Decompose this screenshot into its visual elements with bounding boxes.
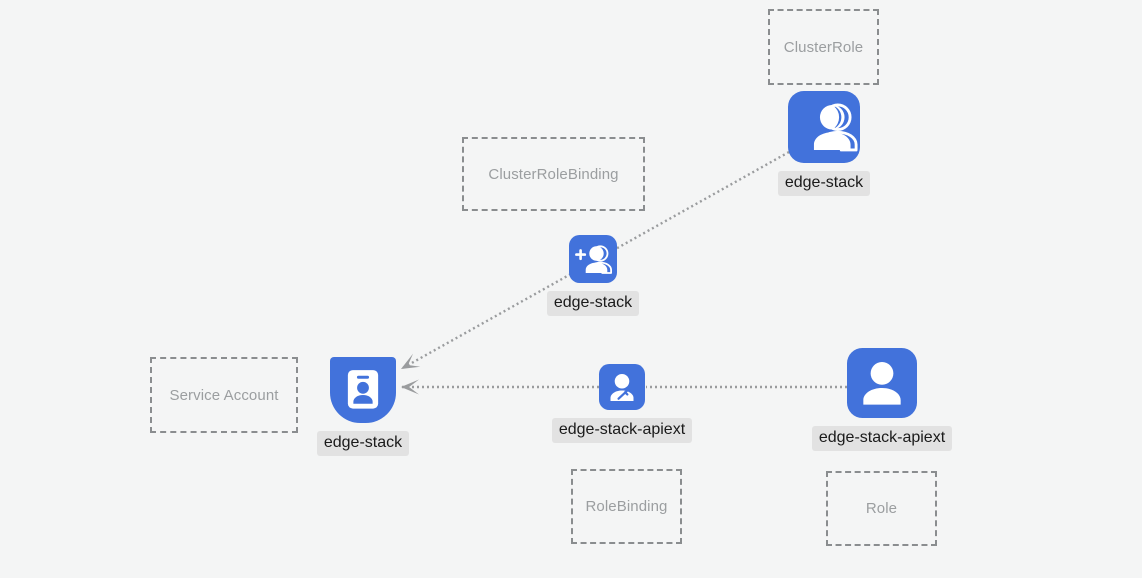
group-users-icon[interactable] xyxy=(788,91,860,163)
kind-box-label: Service Account xyxy=(169,386,279,404)
node-label: edge-stack-apiext xyxy=(551,418,693,444)
node-label: edge-stack xyxy=(777,171,871,197)
kind-box-label: Role xyxy=(865,500,898,517)
node-role[interactable]: edge-stack-apiext xyxy=(682,348,1082,452)
kind-box-clusterrole: ClusterRole xyxy=(768,9,879,85)
node-label: edge-stack xyxy=(546,291,640,317)
kind-box-label: RoleBinding xyxy=(585,498,668,515)
id-badge-icon[interactable] xyxy=(330,357,396,423)
kind-box-serviceaccount: Service Account xyxy=(150,357,298,433)
person-icon[interactable] xyxy=(847,348,917,418)
person-binding-icon[interactable] xyxy=(599,364,645,410)
node-clusterrole[interactable]: edge-stack xyxy=(624,91,1024,197)
node-clusterrolebinding[interactable]: edge-stack xyxy=(393,235,793,317)
kind-box-rolebinding: RoleBinding xyxy=(571,469,682,544)
kind-box-role: Role xyxy=(826,471,937,546)
kind-box-label: ClusterRole xyxy=(783,38,864,56)
person-add-icon[interactable] xyxy=(569,235,617,283)
kind-box-clusterrolebinding: ClusterRoleBinding xyxy=(462,137,645,211)
kind-box-label: ClusterRoleBinding xyxy=(488,165,619,183)
node-rolebinding[interactable]: edge-stack-apiext xyxy=(422,364,822,444)
node-label: edge-stack-apiext xyxy=(811,426,953,452)
node-label: edge-stack xyxy=(316,431,410,457)
node-serviceaccount[interactable]: edge-stack xyxy=(163,357,563,457)
